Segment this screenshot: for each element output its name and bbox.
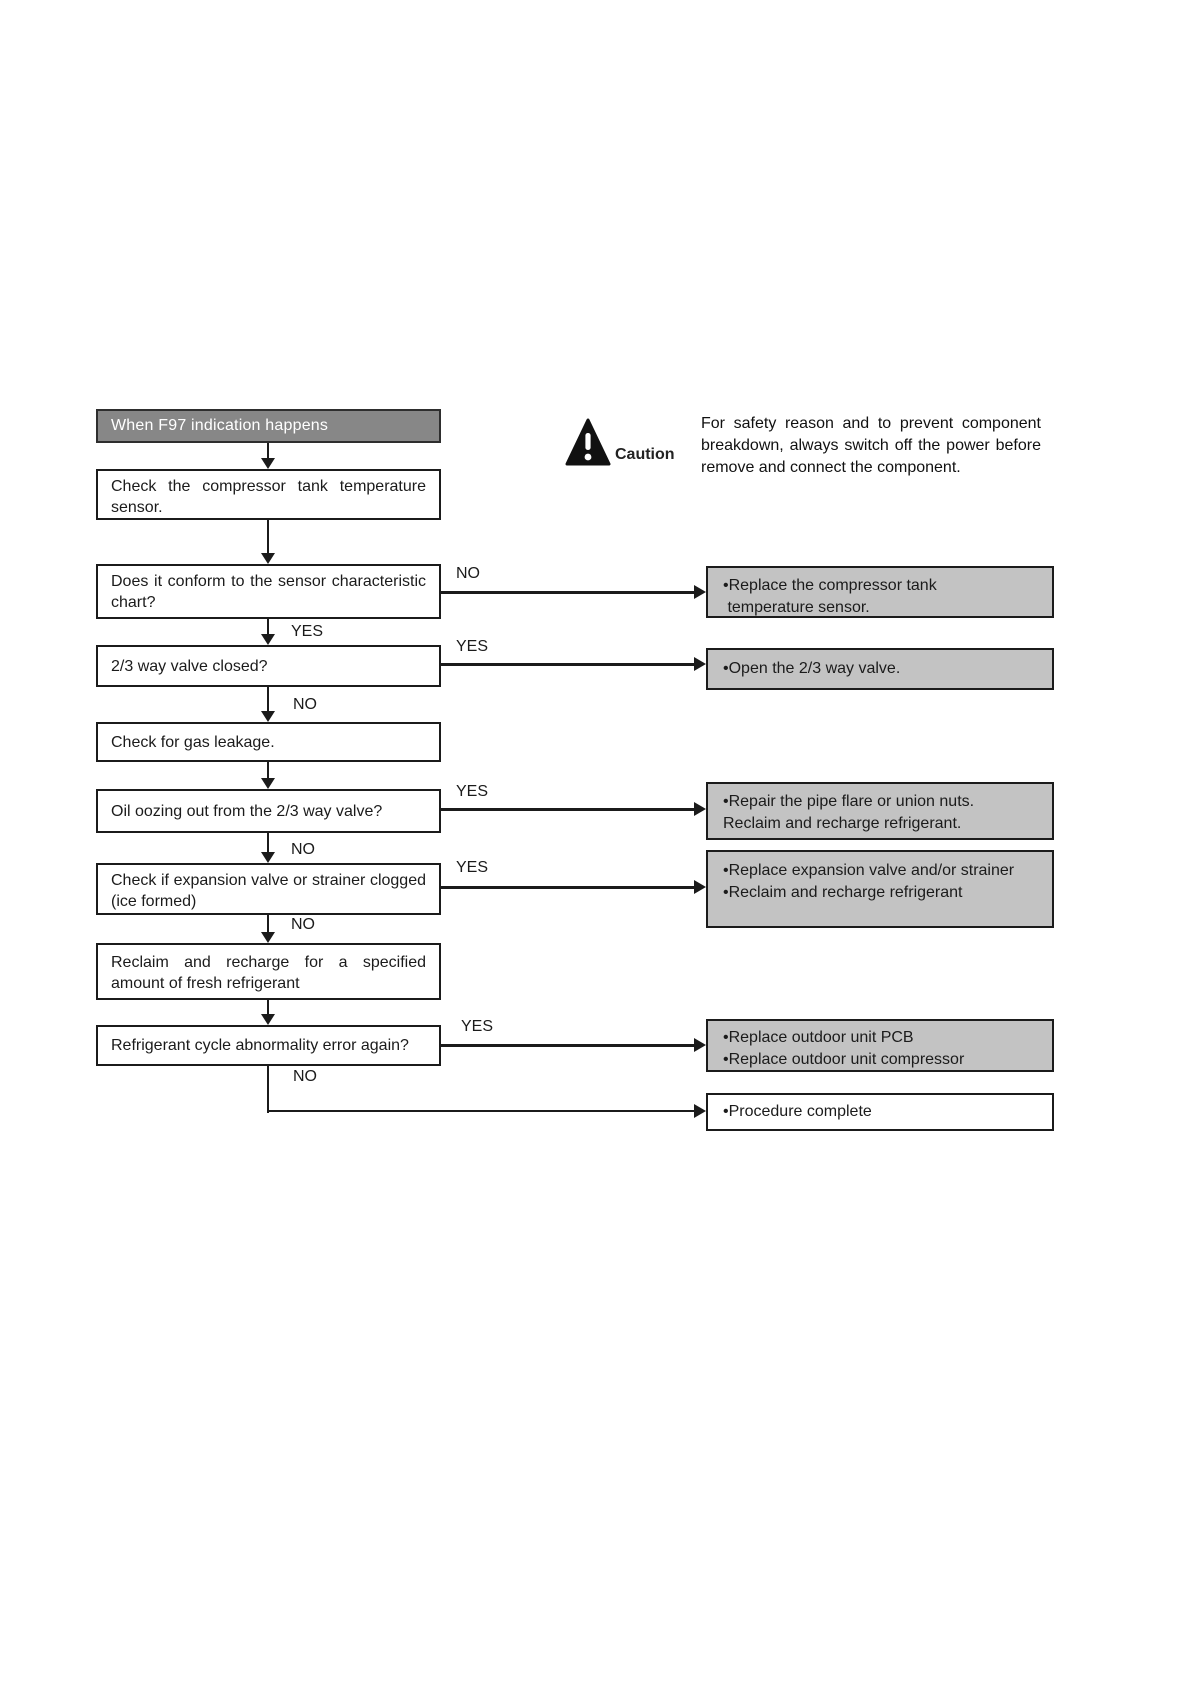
arrow-down-icon xyxy=(261,932,275,943)
flow-step-reclaim-recharge: Reclaim and recharge for a specified amo… xyxy=(96,943,441,1000)
arrow-down-icon xyxy=(261,634,275,645)
connector-reclaim-to-cycle xyxy=(267,1000,269,1015)
connector-cycle-yes xyxy=(441,1044,695,1047)
flow-step-conform-chart: Does it conform to the sensor characteri… xyxy=(96,564,441,619)
flow-step-valve-closed: 2/3 way valve closed? xyxy=(96,645,441,687)
arrow-right-icon xyxy=(694,802,706,816)
label-conform-yes: YES xyxy=(291,623,324,640)
connector-expansion-no xyxy=(267,915,269,933)
connector-valve-yes xyxy=(441,663,695,666)
connector-oil-yes xyxy=(441,808,695,811)
arrow-right-icon xyxy=(694,657,706,671)
label-expansion-yes: YES xyxy=(456,859,489,876)
flow-step-check-sensor: Check the compressor tank temperature se… xyxy=(96,469,441,520)
arrow-right-icon xyxy=(694,585,706,599)
arrow-down-icon xyxy=(261,778,275,789)
connector-cycle-no-horizontal xyxy=(267,1110,695,1112)
flow-step-gas-leakage: Check for gas leakage. xyxy=(96,722,441,762)
connector-check-to-conform xyxy=(267,520,269,554)
arrow-right-icon xyxy=(694,1038,706,1052)
arrow-down-icon xyxy=(261,852,275,863)
flow-result-replace-expansion: •Replace expansion valve and/or strainer… xyxy=(706,850,1054,928)
arrow-down-icon xyxy=(261,458,275,469)
caution-label: Caution xyxy=(615,446,675,463)
connector-valve-no xyxy=(267,687,269,712)
connector-expansion-yes xyxy=(441,886,695,889)
label-cycle-yes: YES xyxy=(461,1018,494,1035)
flow-step-oil-oozing: Oil oozing out from the 2/3 way valve? xyxy=(96,789,441,833)
arrow-right-icon xyxy=(694,880,706,894)
caution-note: For safety reason and to prevent compone… xyxy=(701,415,1041,476)
connector-conform-no xyxy=(441,591,695,594)
arrow-down-icon xyxy=(261,1014,275,1025)
label-oil-no: NO xyxy=(291,841,315,858)
flow-step-expansion-clogged: Check if expansion valve or strainer clo… xyxy=(96,863,441,915)
connector-cycle-no-vertical xyxy=(267,1066,269,1113)
label-expansion-no: NO xyxy=(291,916,315,933)
label-valve-yes: YES xyxy=(456,638,489,655)
flow-result-replace-sensor: •Replace the compressor tank temperature… xyxy=(706,566,1054,618)
label-valve-no: NO xyxy=(293,696,317,713)
flow-result-replace-pcb: •Replace outdoor unit PCB •Replace outdo… xyxy=(706,1019,1054,1072)
flow-result-open-valve: •Open the 2/3 way valve. xyxy=(706,648,1054,690)
flow-title: When F97 indication happens xyxy=(96,409,441,443)
label-oil-yes: YES xyxy=(456,783,489,800)
warning-triangle-icon xyxy=(565,418,611,472)
flow-result-procedure-complete: •Procedure complete xyxy=(706,1093,1054,1131)
connector-gas-to-oil xyxy=(267,762,269,779)
flow-result-repair-pipe: •Repair the pipe flare or union nuts. Re… xyxy=(706,782,1054,840)
flow-step-cycle-error-again: Refrigerant cycle abnormality error agai… xyxy=(96,1025,441,1066)
label-cycle-no: NO xyxy=(293,1068,317,1085)
arrow-down-icon xyxy=(261,553,275,564)
connector-title-to-check xyxy=(267,443,269,459)
arrow-right-icon xyxy=(694,1104,706,1118)
connector-conform-yes xyxy=(267,619,269,635)
connector-oil-no xyxy=(267,833,269,853)
label-conform-no: NO xyxy=(456,565,480,582)
arrow-down-icon xyxy=(261,711,275,722)
